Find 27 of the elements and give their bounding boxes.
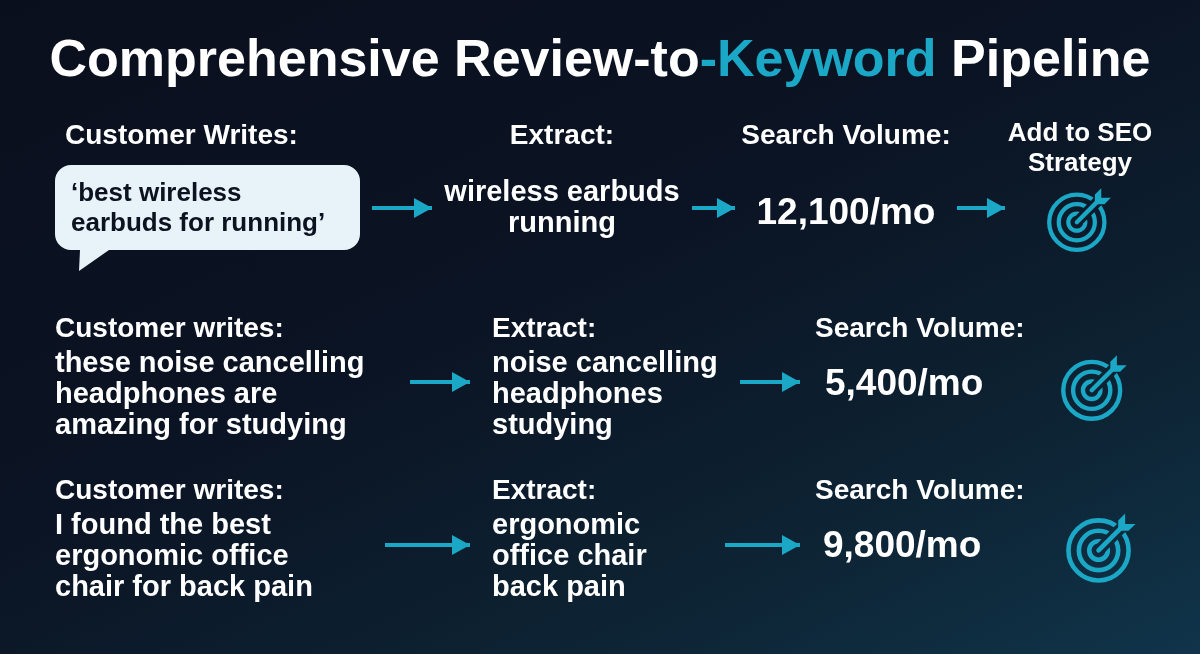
title: Comprehensive Review-to-Keyword Pipeline (49, 28, 1151, 88)
keyword-text: noise cancelling headphones studying (492, 347, 719, 440)
arrow (740, 372, 800, 392)
arrow (692, 198, 735, 218)
keyword-text: ergonomic office chair back pain (492, 509, 648, 602)
step-heading: Extract: (509, 120, 615, 150)
review-text: these noise cancelling headphones are amazing for studying (55, 347, 366, 440)
step-heading: Add to SEO Strategy (1006, 117, 1154, 177)
review-text: I found the best ergonomic office chair for back pain (55, 509, 314, 602)
step-heading: Customer writes: (55, 475, 284, 505)
arrow (957, 198, 1005, 218)
step-heading: Search Volume: (741, 120, 951, 150)
arrow (410, 372, 470, 392)
step-heading: Customer writes: (55, 313, 284, 343)
customer-quote: ‘best wireless earbuds for running’ (71, 177, 327, 237)
search-volume-value: 12,100/mo (756, 190, 936, 234)
step-heading: Search Volume: (815, 475, 1025, 505)
arrow (725, 535, 800, 555)
search-volume-value: 9,800/mo (823, 523, 982, 567)
step-heading: Customer Writes: (65, 120, 298, 150)
search-volume-value: 5,400/mo (825, 361, 984, 405)
arrow (372, 198, 432, 218)
keyword-text: wireless earbuds running (443, 176, 681, 238)
step-heading: Extract: (492, 313, 597, 343)
step-heading: Search Volume: (815, 313, 1025, 343)
arrow (385, 535, 470, 555)
step-heading: Extract: (492, 475, 597, 505)
